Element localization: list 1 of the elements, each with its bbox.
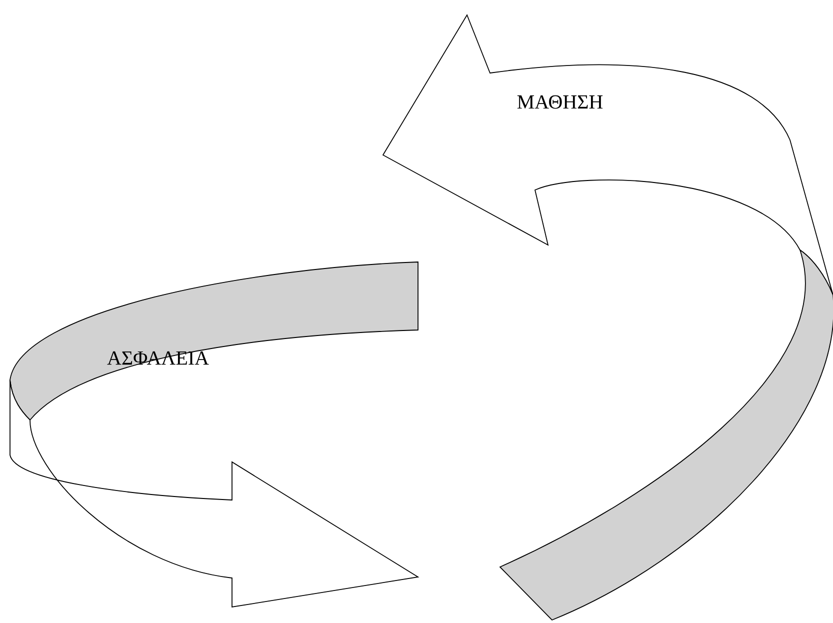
arrow-label: ΜΑΘΗΣΗ [517, 95, 603, 109]
